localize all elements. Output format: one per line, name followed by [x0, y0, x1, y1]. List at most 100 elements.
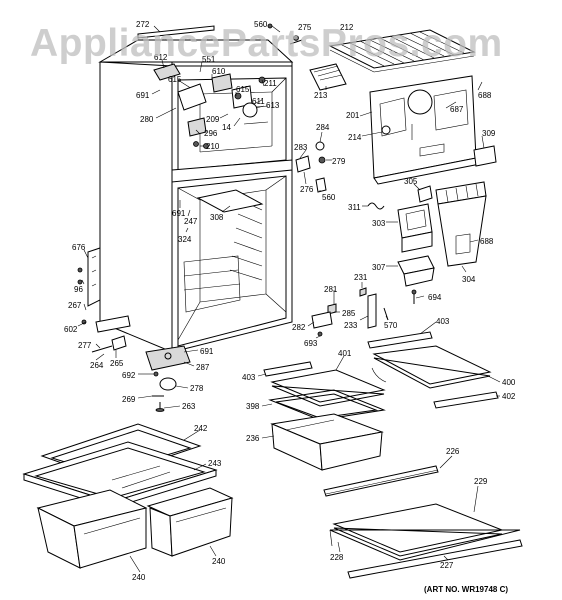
evaporator-cover — [369, 75, 481, 185]
label-243: 243 — [208, 459, 222, 468]
label-309: 309 — [482, 129, 496, 138]
shelf-trim-227 — [347, 539, 523, 579]
label-276: 276 — [300, 185, 314, 194]
label-214: 214 — [348, 133, 362, 142]
label-212: 212 — [340, 23, 354, 32]
label-602: 602 — [64, 325, 78, 334]
label-688: 688 — [480, 237, 494, 246]
damper-control-303 — [397, 203, 433, 253]
label-615: 615 — [236, 85, 250, 94]
label-694: 694 — [428, 293, 442, 302]
crisper-drawer-240-left — [36, 489, 148, 569]
label-688: 688 — [478, 91, 492, 100]
label-240: 240 — [132, 573, 146, 582]
label-613: 613 — [266, 101, 280, 110]
freezer-wire-shelf — [328, 29, 476, 73]
label-398: 398 — [246, 402, 260, 411]
label-269: 269 — [122, 395, 136, 404]
part-number-labels: 272 560 275 212 612 551 615 610 211 691 … — [64, 20, 516, 582]
label-610: 610 — [212, 67, 226, 76]
label-560: 560 — [322, 193, 336, 202]
label-278: 278 — [190, 384, 204, 393]
bracket-282 — [311, 311, 333, 337]
label-277: 277 — [78, 341, 92, 350]
label-692: 692 — [122, 371, 136, 380]
top-trim-bar — [137, 25, 215, 39]
label-305: 305 — [404, 177, 418, 186]
label-687: 687 — [450, 105, 464, 114]
label-401: 401 — [338, 349, 352, 358]
label-236: 236 — [246, 434, 260, 443]
label-691: 691 — [172, 209, 186, 218]
label-280: 280 — [140, 115, 154, 124]
label-283: 283 — [294, 143, 308, 152]
label-247: 247 — [184, 217, 198, 226]
label-304: 304 — [462, 275, 476, 284]
spring-311 — [367, 202, 385, 210]
label-227: 227 — [440, 561, 454, 570]
shelf-frame-398 — [268, 389, 386, 421]
label-307: 307 — [372, 263, 386, 272]
label-693: 693 — [304, 339, 318, 348]
label-400: 400 — [502, 378, 516, 387]
label-96: 96 — [74, 285, 83, 294]
shelf-frame-228 — [329, 529, 521, 561]
pin-694 — [411, 289, 417, 304]
label-14: 14 — [222, 123, 231, 132]
label-309 — [473, 145, 497, 167]
light-parts — [327, 287, 389, 329]
lower-hinge-parts — [77, 267, 127, 353]
label-284: 284 — [316, 123, 330, 132]
label-240: 240 — [212, 557, 226, 566]
label-210: 210 — [206, 142, 220, 151]
roller-parts — [152, 371, 177, 412]
label-285: 285 — [342, 309, 356, 318]
label-279: 279 — [332, 157, 346, 166]
label-229: 229 — [474, 477, 488, 486]
label-324: 324 — [178, 235, 192, 244]
label-209: 209 — [206, 115, 220, 124]
label-676: 676 — [72, 243, 86, 252]
label-201: 201 — [346, 111, 360, 120]
air-duct-304 — [435, 181, 487, 267]
leader-lines — [77, 25, 501, 573]
shelf-trim-403-right — [367, 331, 433, 349]
label-560: 560 — [254, 20, 268, 29]
label-303: 303 — [372, 219, 386, 228]
label-403: 403 — [242, 373, 256, 382]
damper-305 — [417, 185, 433, 203]
refrigerator-cabinet — [87, 39, 294, 371]
label-612: 612 — [154, 53, 168, 62]
air-grille-213 — [309, 63, 347, 91]
label-311: 311 — [348, 203, 361, 212]
label-211: 211 — [264, 79, 277, 88]
label-242: 242 — [194, 424, 208, 433]
label-272: 272 — [136, 20, 150, 29]
label-213: 213 — [314, 91, 328, 100]
shelf-trim-403-left — [263, 361, 313, 377]
small-parts-275 — [267, 23, 303, 45]
watermark-logo: AppliancePartsPros.com — [30, 22, 503, 65]
label-226: 226 — [446, 447, 460, 456]
label-228: 228 — [330, 553, 344, 562]
glass-shelf-400 — [371, 345, 492, 389]
label-691: 691 — [200, 347, 214, 356]
label-282: 282 — [292, 323, 306, 332]
label-296: 296 — [204, 129, 218, 138]
shelf-trim-226 — [323, 465, 439, 497]
shelf-trim-402 — [433, 391, 499, 409]
label-691: 691 — [136, 91, 150, 100]
label-231: 231 — [354, 273, 368, 282]
crisper-pan-236 — [270, 413, 384, 471]
label-403: 403 — [436, 317, 450, 326]
control-housing-307 — [397, 255, 435, 287]
label-570: 570 — [384, 321, 398, 330]
label-233: 233 — [344, 321, 358, 330]
label-402: 402 — [502, 392, 516, 401]
label-551: 551 — [202, 55, 216, 64]
label-275: 275 — [298, 23, 312, 32]
art-number: (ART NO. WR19748 C) — [424, 585, 508, 594]
crisper-drawer-240-right — [146, 487, 234, 557]
label-281: 281 — [324, 285, 338, 294]
